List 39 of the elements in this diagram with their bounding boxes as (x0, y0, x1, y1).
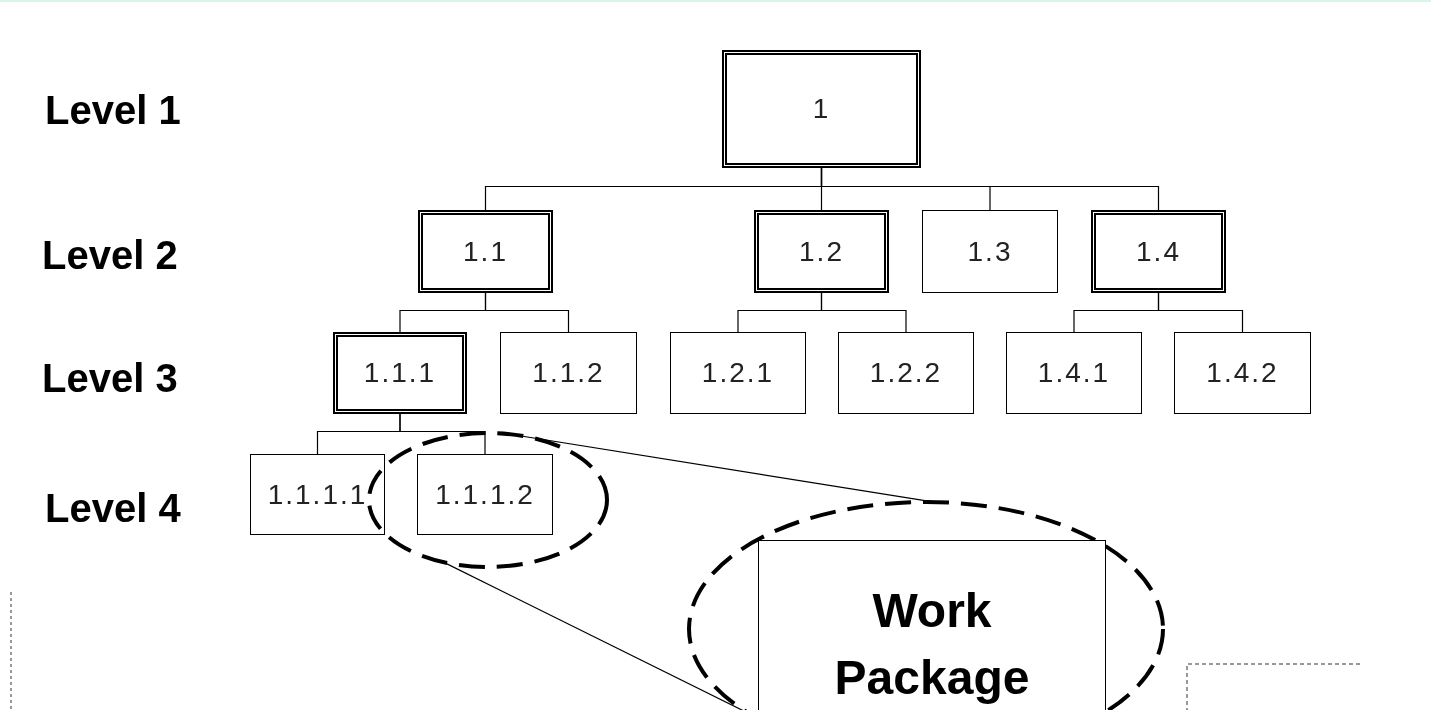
wbs-box (670, 332, 806, 414)
wbs-number: 1.1.2 (532, 356, 605, 390)
box-title: Work Package (833, 583, 1031, 707)
wbs-number: 1.1.1.1 (267, 477, 368, 512)
wbs-box (417, 454, 553, 535)
connector-line (508, 433, 935, 503)
wbs-number: 1 (812, 92, 831, 126)
wbs-number: 1.1 (463, 234, 508, 269)
dashed-ellipse (366, 430, 610, 570)
connector-line (820, 167, 1160, 211)
wbs-box (418, 210, 553, 293)
level-label: Level 1 (45, 90, 181, 130)
wbs-number: 1.4.1 (1037, 356, 1111, 390)
wbs-number: 1.1.1.2 (435, 477, 535, 512)
level-label: Level 3 (42, 358, 178, 398)
work-package-box (758, 540, 1106, 710)
wbs-number: 1.4.2 (1206, 356, 1279, 390)
wbs-number: 1.2.2 (869, 356, 943, 390)
level-label: Level 2 (42, 235, 178, 275)
connector-line (820, 292, 907, 333)
wbs-number: 1.2 (799, 234, 844, 269)
wbs-box (1091, 210, 1226, 293)
wbs-number: 1.2.1 (701, 356, 775, 390)
wbs-box (500, 332, 637, 414)
level-label: Level 4 (45, 488, 181, 528)
wbs-box (754, 210, 889, 293)
wbs-box (1174, 332, 1311, 414)
wbs-number: 1.4 (1136, 234, 1181, 269)
wbs-number: 1.3 (967, 234, 1013, 269)
connector-line (399, 413, 486, 455)
wbs-box (722, 50, 921, 168)
wbs-box (922, 210, 1058, 293)
wbs-box (250, 454, 385, 535)
wbs-box (333, 332, 467, 414)
connector-line (484, 292, 570, 333)
connector-line (1157, 292, 1244, 333)
wbs-box (1006, 332, 1142, 414)
wbs-box (838, 332, 974, 414)
wbs-number: 1.1.1 (363, 356, 437, 390)
